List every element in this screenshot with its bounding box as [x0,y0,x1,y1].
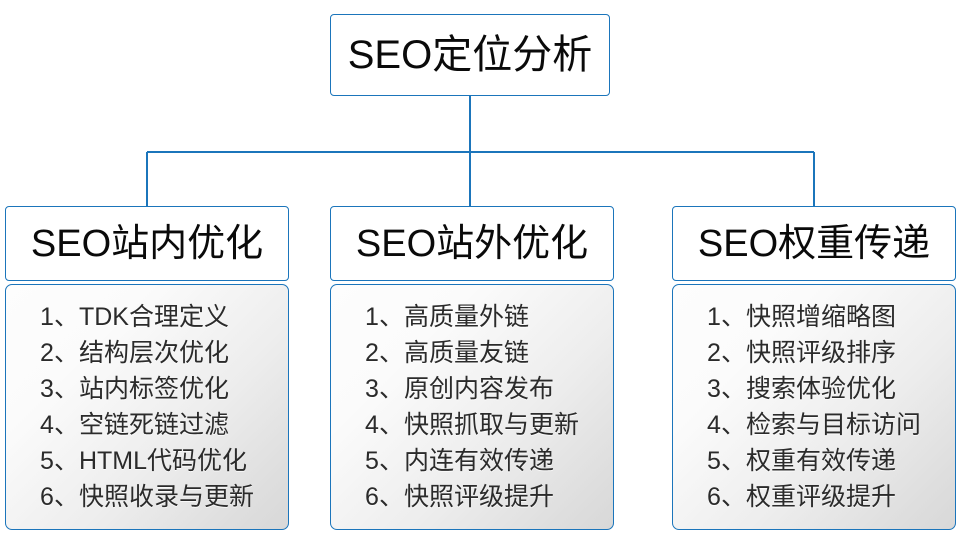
branch-header-1: SEO站内优化 [5,206,289,281]
list-item: 6、权重评级提升 [707,483,896,511]
list-item: 2、结构层次优化 [40,339,229,367]
branch-item-list: 1、高质量外链 2、高质量友链 3、原创内容发布 4、快照抓取与更新 5、内连有… [365,299,579,515]
list-item: 5、内连有效传递 [365,447,554,475]
list-item: 3、原创内容发布 [365,375,554,403]
list-item: 5、权重有效传递 [707,447,896,475]
list-item: 6、快照收录与更新 [40,483,254,511]
list-item: 3、搜索体验优化 [707,375,896,403]
branch-header-label: SEO站内优化 [30,222,264,265]
branch-column-1: SEO站内优化 1、TDK合理定义 2、结构层次优化 3、站内标签优化 4、空链… [5,206,289,530]
branch-column-3: SEO权重传递 1、快照增缩略图 2、快照评级排序 3、搜索体验优化 4、检索与… [672,206,956,530]
branch-body-3: 1、快照增缩略图 2、快照评级排序 3、搜索体验优化 4、检索与目标访问 5、权… [672,284,956,530]
list-item: 5、HTML代码优化 [40,447,248,475]
list-item: 3、站内标签优化 [40,375,229,403]
branch-header-label: SEO权重传递 [697,222,931,265]
branch-item-list: 1、TDK合理定义 2、结构层次优化 3、站内标签优化 4、空链死链过滤 5、H… [40,299,254,515]
branch-header-3: SEO权重传递 [672,206,956,281]
list-item: 1、高质量外链 [365,303,529,331]
list-item: 1、TDK合理定义 [40,303,229,331]
root-node-label: SEO定位分析 [347,33,593,77]
list-item: 1、快照增缩略图 [707,303,896,331]
list-item: 4、空链死链过滤 [40,411,229,439]
branch-body-2: 1、高质量外链 2、高质量友链 3、原创内容发布 4、快照抓取与更新 5、内连有… [330,284,614,530]
branch-header-2: SEO站外优化 [330,206,614,281]
list-item: 2、高质量友链 [365,339,529,367]
list-item: 4、快照抓取与更新 [365,411,579,439]
branch-body-1: 1、TDK合理定义 2、结构层次优化 3、站内标签优化 4、空链死链过滤 5、H… [5,284,289,530]
root-node: SEO定位分析 [330,14,610,96]
list-item: 6、快照评级提升 [365,483,554,511]
list-item: 2、快照评级排序 [707,339,896,367]
list-item: 4、检索与目标访问 [707,411,921,439]
branch-column-2: SEO站外优化 1、高质量外链 2、高质量友链 3、原创内容发布 4、快照抓取与… [330,206,614,530]
branch-item-list: 1、快照增缩略图 2、快照评级排序 3、搜索体验优化 4、检索与目标访问 5、权… [707,299,921,515]
branch-header-label: SEO站外优化 [355,222,589,265]
